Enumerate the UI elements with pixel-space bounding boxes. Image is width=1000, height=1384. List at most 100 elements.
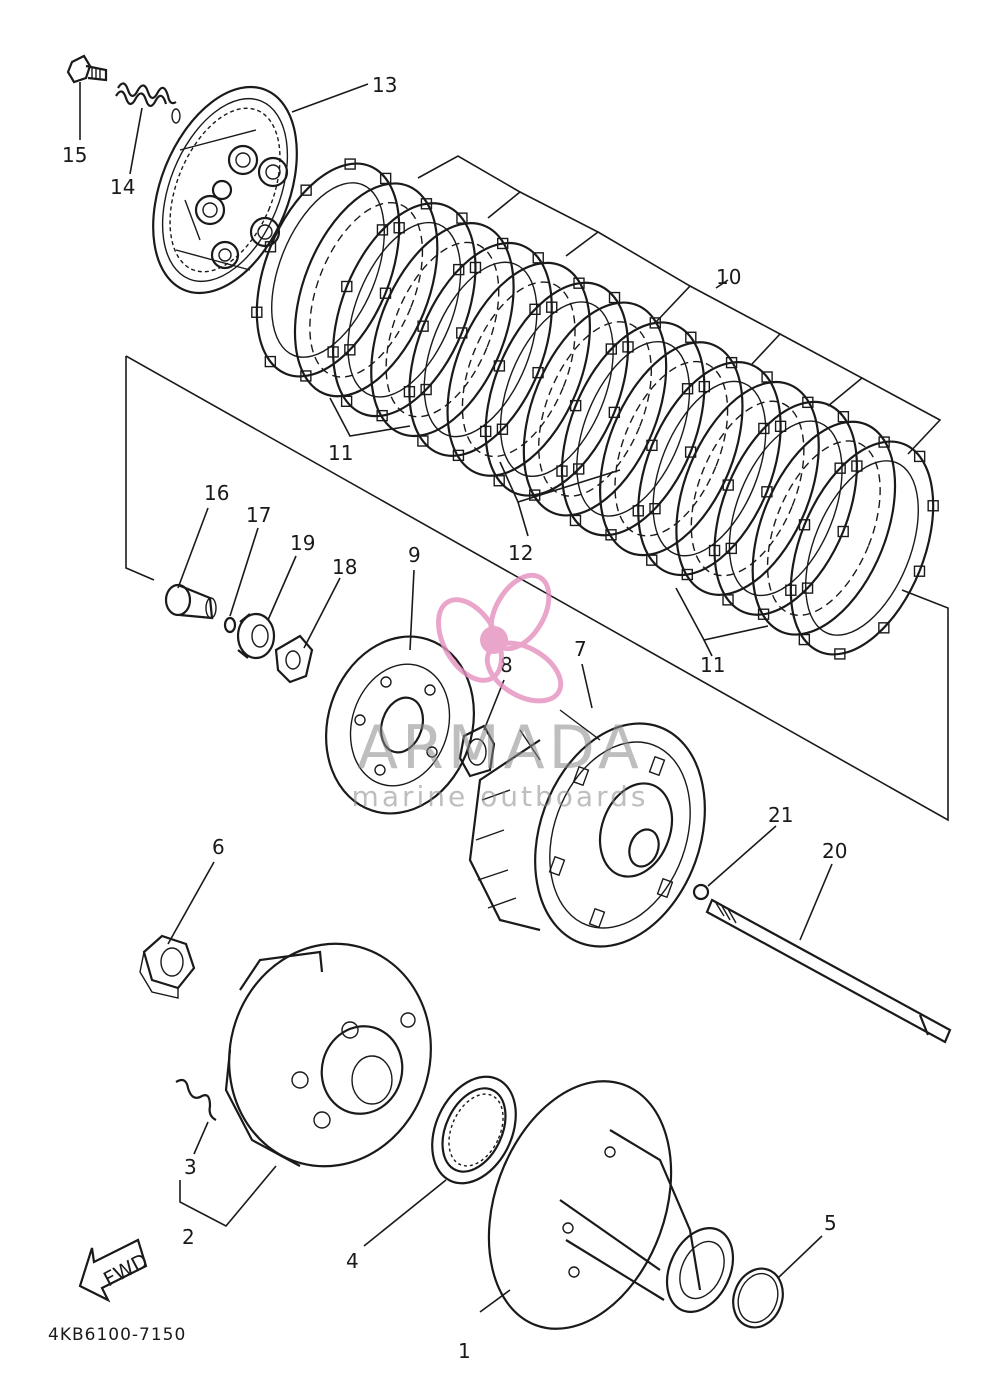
- plate-tab: [837, 525, 849, 538]
- plate-tab: [698, 380, 711, 393]
- plate-tab: [785, 584, 797, 596]
- callout-2: 2: [182, 1225, 195, 1249]
- callout-6: 6: [212, 835, 225, 859]
- plate-tab: [878, 436, 890, 448]
- plate-tab: [529, 303, 541, 316]
- callout-4: 4: [346, 1249, 359, 1273]
- callout-5: 5: [824, 1211, 837, 1235]
- callout-10: 10: [716, 265, 741, 289]
- plate-tab: [878, 622, 890, 634]
- plate-tab: [341, 280, 353, 293]
- plate-tab: [556, 465, 568, 477]
- callout-19: 19: [290, 531, 315, 555]
- plate-tab: [393, 222, 405, 234]
- plate-tab: [300, 184, 312, 196]
- plate-tab: [569, 399, 582, 412]
- part-20-push-rod: [705, 898, 952, 1044]
- callout-14: 14: [110, 175, 135, 199]
- part-2-clutch-shoe-assembly: [224, 942, 432, 1168]
- steel-plate: [446, 261, 591, 477]
- plate-tab: [605, 529, 617, 541]
- part-21-ball: [692, 883, 710, 901]
- plate-tab: [264, 241, 277, 253]
- plate-tab: [681, 568, 693, 581]
- callout-20: 20: [822, 839, 847, 863]
- plate-tab: [327, 346, 339, 358]
- callout-15: 15: [62, 143, 87, 167]
- callout-21: 21: [768, 803, 793, 827]
- plate-tab: [798, 519, 811, 531]
- plate-tab: [913, 450, 926, 463]
- plate-tab: [376, 409, 388, 422]
- plate-tab: [851, 460, 863, 472]
- plate-tab: [649, 317, 661, 329]
- plate-tab: [417, 435, 429, 447]
- plate-tab: [798, 633, 811, 646]
- watermark-brand: ARMADA: [357, 713, 643, 783]
- friction-plate: [632, 356, 787, 581]
- part-6-nut: [139, 934, 196, 999]
- plate-tab: [834, 648, 846, 660]
- friction-plate: [251, 158, 405, 382]
- callout-3: 3: [184, 1155, 197, 1179]
- callout-1: 1: [458, 1339, 471, 1363]
- part-7-clutch-boss: [468, 709, 706, 948]
- plate-tab: [708, 544, 721, 557]
- plate-tab: [497, 237, 509, 250]
- plate-tab: [913, 565, 926, 577]
- plate-tab: [479, 425, 492, 438]
- plate-tab: [649, 502, 661, 515]
- steel-plate: [599, 341, 744, 557]
- plate-tab: [632, 505, 644, 517]
- friction-plate: [479, 277, 634, 501]
- watermark: ARMADA marine outboards: [352, 572, 649, 813]
- part-14-spring: [115, 82, 181, 124]
- plate-tab: [493, 360, 506, 372]
- callout-12: 12: [508, 541, 533, 565]
- part-3-spring: [175, 1078, 217, 1121]
- plate-tab: [420, 383, 432, 396]
- plate-tab: [496, 423, 509, 435]
- plate-tab: [376, 224, 389, 236]
- callout-11-upper: 11: [328, 441, 353, 465]
- plate-tab: [344, 344, 356, 356]
- plate-tab: [605, 343, 617, 355]
- friction-plate: [785, 436, 939, 660]
- steel-plate: [675, 380, 820, 596]
- part-15-bolt: [66, 54, 108, 84]
- friction-plate: [556, 317, 711, 541]
- plate-tab: [834, 462, 846, 474]
- plate-tab: [802, 396, 814, 409]
- plate-tab: [681, 383, 694, 395]
- steel-plate: [522, 301, 668, 517]
- plate-tab: [758, 422, 770, 435]
- plate-tab: [722, 594, 734, 606]
- group-brackets: [125, 155, 949, 822]
- part-16-bolt: [164, 583, 217, 620]
- callout-9: 9: [408, 543, 421, 567]
- plate-tab: [420, 198, 433, 210]
- watermark-tagline: marine outboards: [352, 780, 649, 813]
- plate-tab: [417, 320, 429, 332]
- plate-tab: [725, 356, 738, 369]
- callout-13: 13: [372, 73, 397, 97]
- plate-tab: [300, 370, 312, 382]
- steel-plate: [293, 182, 439, 398]
- plate-tab: [774, 420, 787, 433]
- plate-tab: [927, 500, 939, 512]
- plate-tab: [722, 479, 734, 491]
- fwd-direction-arrow: FWD: [78, 1238, 152, 1303]
- callout-16: 16: [204, 481, 229, 505]
- plate-tab: [493, 475, 505, 487]
- steel-plate: [751, 420, 897, 636]
- part-8-circlip: [458, 724, 496, 778]
- clutch-plate-stack: [251, 158, 939, 660]
- plate-tab: [725, 542, 737, 555]
- callout-18: 18: [332, 555, 357, 579]
- plate-tab: [569, 514, 582, 527]
- plate-tab: [469, 261, 482, 274]
- plate-tab: [646, 554, 658, 566]
- plate-tab: [573, 277, 585, 289]
